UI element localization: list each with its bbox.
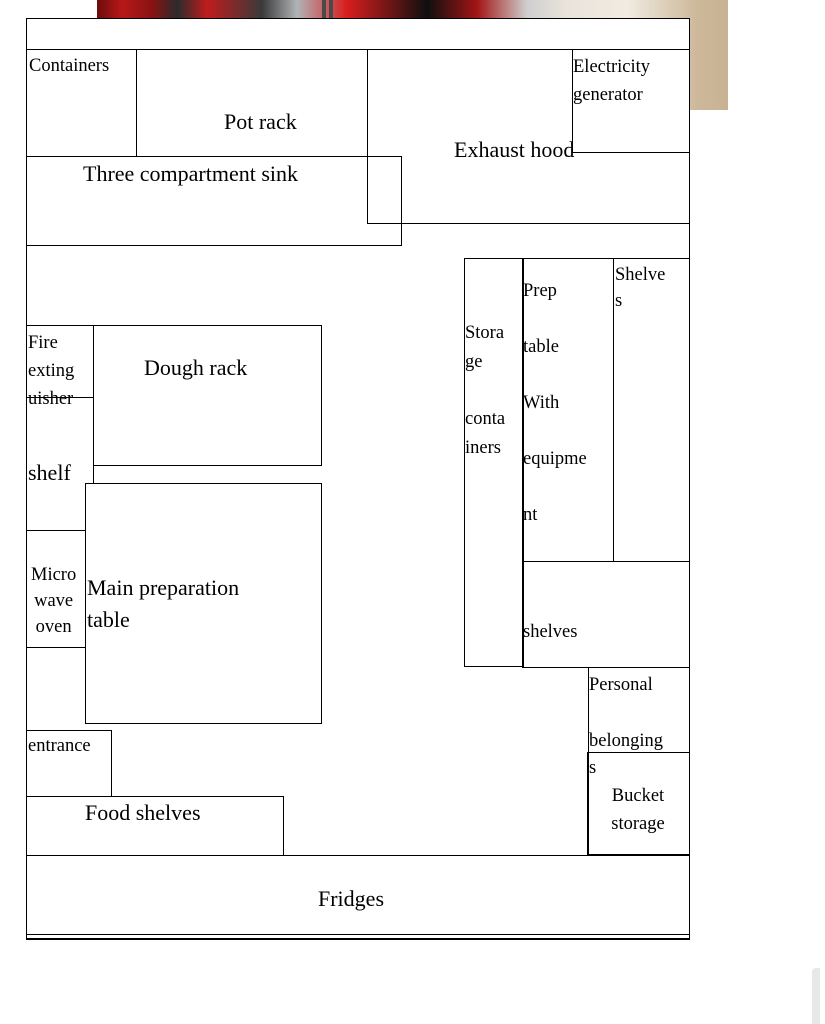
main-preparation-table-label: Main preparation table <box>87 575 240 632</box>
three-compartment-sink-label: Three compartment sink <box>83 161 299 186</box>
food-shelves-area: Food shelves <box>26 796 284 856</box>
three-compartment-sink-area: Three compartment sink <box>26 156 402 246</box>
prep-table-area: Prep table With equipme nt <box>522 258 614 562</box>
scrollbar-edge[interactable] <box>812 968 820 1024</box>
food-shelves-label: Food shelves <box>85 800 201 825</box>
storage-containers-label: Stora ge conta iners <box>465 323 506 458</box>
personal-belongings-label: Personal belonging s <box>589 675 663 779</box>
shelves-lower-area: shelves <box>522 561 690 668</box>
shelves-lower-label: shelves <box>523 622 578 642</box>
fire-extinguisher-label: Fire exting uisher <box>28 333 75 409</box>
fridges-area: Fridges <box>26 855 690 935</box>
fridges-label: Fridges <box>318 886 384 911</box>
dough-rack-label: Dough rack <box>144 355 248 380</box>
shelf-label: shelf <box>28 460 71 485</box>
pot-rack-label: Pot rack <box>224 109 297 134</box>
electricity-generator-area: Electricity generator <box>572 49 690 153</box>
top-wall-band <box>26 18 690 50</box>
pot-rack-area: Pot rack <box>136 49 368 157</box>
fire-extinguisher-divider <box>26 397 94 399</box>
microwave-oven-area: Micro wave oven <box>26 530 86 648</box>
exhaust-hood-area: Exhaust hood <box>367 49 690 224</box>
entrance-label: entrance <box>28 736 91 756</box>
microwave-oven-label: Micro wave oven <box>31 565 77 637</box>
electricity-generator-label: Electricity generator <box>573 57 651 105</box>
containers-label: Containers <box>29 56 110 76</box>
storage-containers-area: Stora ge conta iners <box>464 258 524 667</box>
exhaust-hood-label: Exhaust hood <box>454 137 575 162</box>
fire-extinguisher-shelf-area: Fire exting uisher shelf <box>26 325 94 531</box>
containers-area: Containers <box>26 49 137 157</box>
dough-rack-area: Dough rack <box>93 325 322 466</box>
main-preparation-table-area: Main preparation table <box>85 483 322 724</box>
bucket-storage-area: Bucket storage <box>587 752 690 855</box>
shelves-right-area: Shelve s <box>613 258 690 562</box>
shelves-right-label: Shelve s <box>615 265 666 311</box>
bucket-storage-label: Bucket storage <box>611 786 665 834</box>
entrance-area: entrance <box>26 730 112 797</box>
prep-table-label: Prep table With equipme nt <box>523 281 587 526</box>
